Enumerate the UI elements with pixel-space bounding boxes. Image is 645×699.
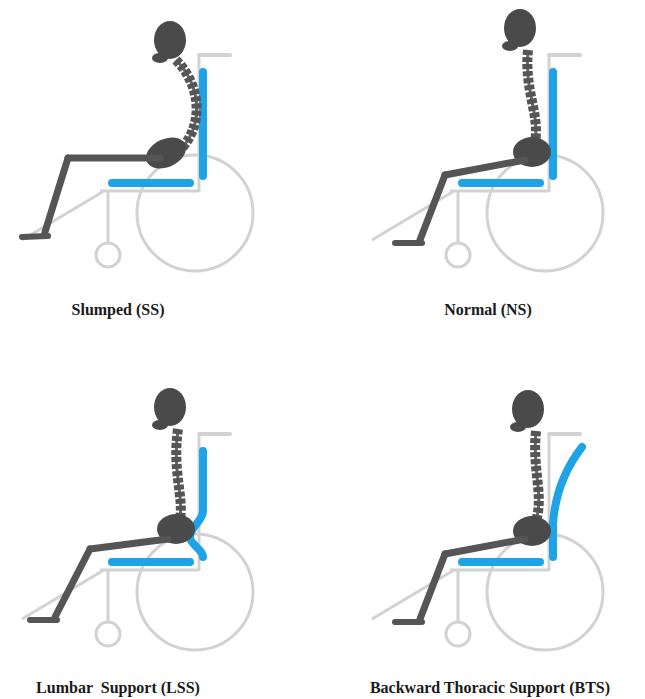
posture-caption: Backward Thoracic Support (BTS) [370,679,610,697]
posture-caption: Slumped (SS) [72,301,165,319]
posture-caption: Lumbar Support (LSS) [36,679,200,697]
normal-panel [372,9,603,271]
lumbar-support-panel [22,388,253,650]
slumped-panel [22,21,253,271]
thoracic-support-panel [372,390,603,650]
posture-caption: Normal (NS) [444,301,532,319]
